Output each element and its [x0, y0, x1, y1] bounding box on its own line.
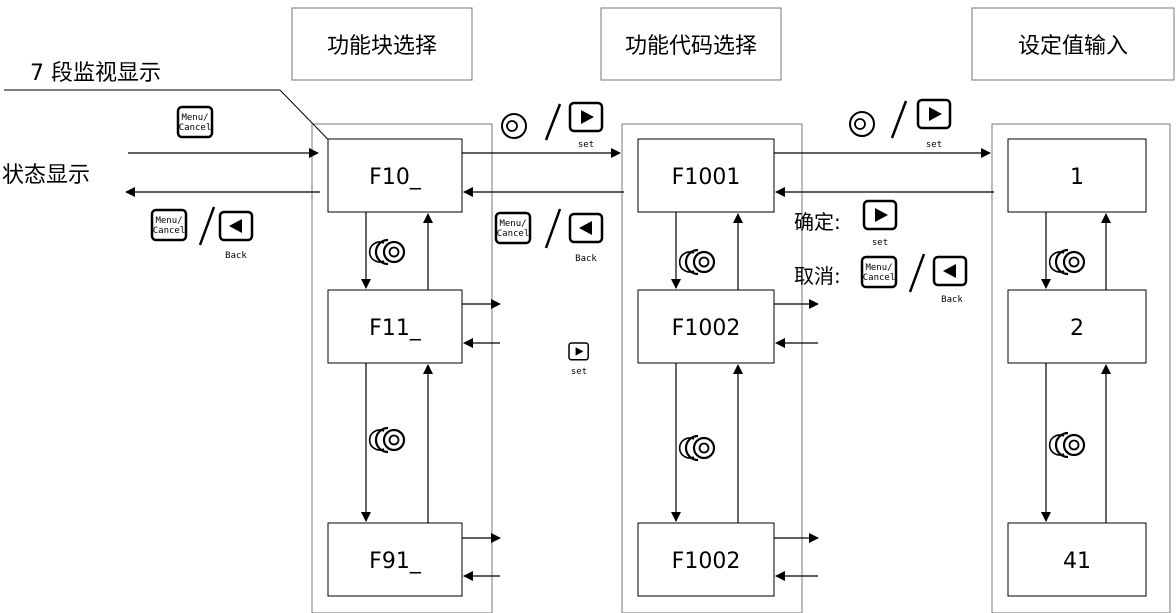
set-key-label: set	[578, 140, 594, 150]
rotary-knob-icon	[501, 113, 527, 139]
block-box-2[interactable]: F11_	[327, 289, 463, 364]
header-block-select-label: 功能块选择	[327, 34, 437, 59]
code-column	[621, 123, 803, 613]
slash-divider	[890, 100, 908, 139]
set-right-arrow-key-icon	[916, 98, 952, 130]
menu-cancel-key-icon: Menu/ Cancel	[860, 255, 898, 289]
code-box-3[interactable]: F1002	[637, 522, 775, 597]
rotary-knob-icon	[678, 434, 716, 462]
slash-divider	[198, 206, 216, 246]
set-right-arrow-key-icon	[568, 101, 604, 133]
value-column	[991, 123, 1171, 613]
rotary-knob-icon	[1048, 248, 1086, 276]
header-value-input: 设定值输入	[971, 7, 1175, 81]
code-box-2-label: F1002	[672, 316, 741, 341]
rotary-knob-icon	[368, 426, 406, 454]
code-box-1[interactable]: F1001	[637, 138, 775, 213]
value-box-2-label: 2	[1070, 316, 1084, 341]
svg-text:Menu/: Menu/	[181, 113, 208, 123]
svg-text:Menu/: Menu/	[499, 219, 526, 229]
back-left-arrow-key-icon	[932, 255, 968, 287]
confirm-label: 确定:	[794, 210, 841, 234]
set-right-arrow-key-icon	[862, 199, 898, 231]
block-box-3[interactable]: F91_	[327, 522, 463, 597]
svg-text:Menu/: Menu/	[865, 263, 892, 273]
rotary-knob-icon	[849, 111, 875, 137]
set-key-label: set	[571, 367, 587, 377]
code-box-1-label: F1001	[672, 165, 741, 190]
svg-text:Cancel: Cancel	[497, 229, 530, 239]
menu-cancel-key-icon: Menu/ Cancel	[176, 105, 214, 139]
block-box-3-label: F91_	[369, 549, 422, 574]
rotary-knob-icon	[678, 248, 716, 276]
slash-divider	[544, 208, 562, 249]
block-box-1-label: F10_	[369, 165, 422, 190]
rotary-knob-icon	[368, 238, 406, 266]
value-box-3-label: 41	[1063, 549, 1091, 574]
header-code-select: 功能代码选择	[600, 7, 782, 81]
seg-monitor-leader	[4, 89, 349, 161]
set-key-label: set	[872, 238, 888, 248]
header-value-input-label: 设定值输入	[1018, 34, 1128, 59]
value-box-2[interactable]: 2	[1007, 289, 1147, 364]
block-box-2-label: F11_	[369, 316, 422, 341]
value-box-1-label: 1	[1070, 165, 1084, 190]
back-key-label: Back	[225, 251, 247, 261]
status-display-label: 状态显示	[2, 163, 90, 188]
svg-text:Cancel: Cancel	[179, 123, 212, 133]
code-box-3-label: F1002	[672, 549, 741, 574]
value-box-1[interactable]: 1	[1007, 138, 1147, 213]
slash-divider	[544, 103, 562, 141]
menu-cancel-key-icon: Menu/ Cancel	[150, 208, 188, 242]
back-key-label: Back	[941, 295, 963, 305]
set-right-arrow-key-icon	[568, 342, 589, 361]
seg-monitor-label: 7 段监视显示	[30, 61, 161, 86]
rotary-knob-icon	[1048, 431, 1086, 459]
cancel-label: 取消:	[794, 264, 841, 288]
block-column	[311, 123, 493, 613]
code-box-2[interactable]: F1002	[637, 289, 775, 364]
value-box-3[interactable]: 41	[1007, 522, 1147, 597]
header-block-select: 功能块选择	[291, 7, 473, 81]
svg-text:Menu/: Menu/	[155, 216, 182, 226]
svg-text:Cancel: Cancel	[153, 226, 186, 236]
menu-cancel-key-icon: Menu/ Cancel	[494, 211, 532, 245]
header-code-select-label: 功能代码选择	[625, 34, 757, 59]
back-left-arrow-key-icon	[218, 210, 254, 242]
slash-divider	[908, 253, 926, 293]
block-box-1[interactable]: F10_	[327, 138, 463, 213]
back-key-label: Back	[575, 254, 597, 264]
back-left-arrow-key-icon	[568, 212, 604, 244]
set-key-label: set	[926, 140, 942, 150]
svg-text:Cancel: Cancel	[863, 273, 896, 283]
